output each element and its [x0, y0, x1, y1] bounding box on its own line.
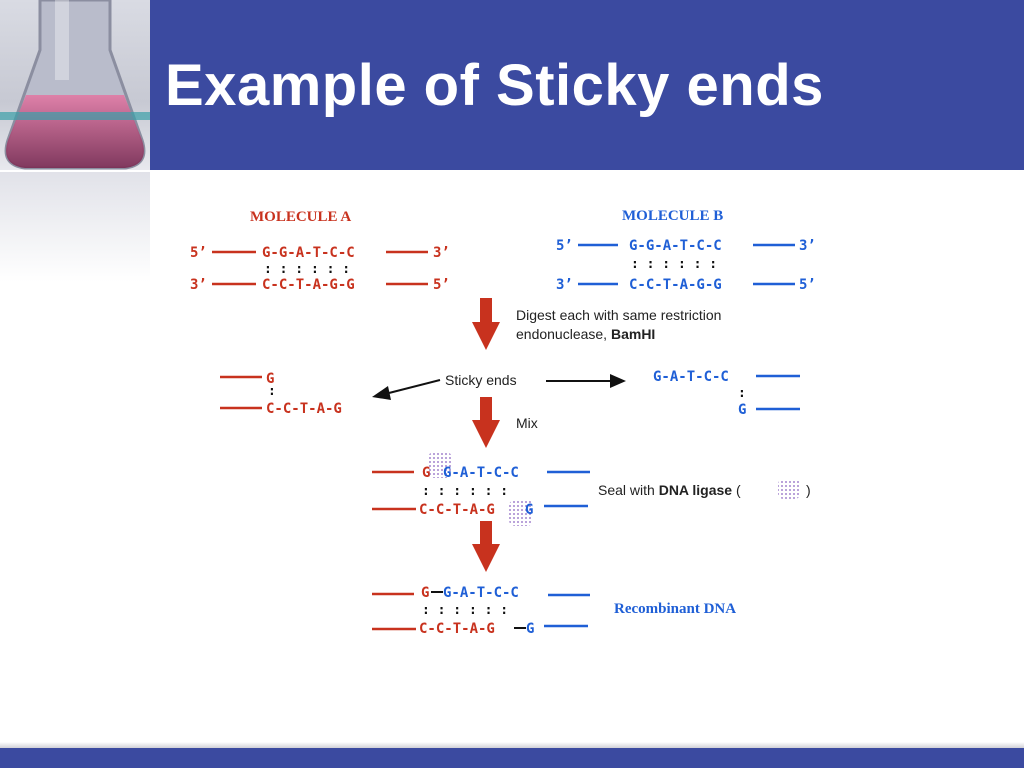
- digest-text-line2: endonuclease, BamHI: [516, 326, 655, 342]
- molecule-b-bottom-5-label: 5’: [799, 277, 816, 293]
- molecule-a-label: MOLECULE A: [250, 209, 351, 225]
- flask-icon: [0, 0, 150, 170]
- sticky-ends-label: Sticky ends: [445, 372, 517, 388]
- molecule-b-label: MOLECULE B: [622, 208, 723, 224]
- sticky-left-bottom-sequence: C-C-T-A-G: [266, 401, 342, 417]
- mix-label: Mix: [516, 415, 538, 431]
- sticky-right-bottom-base: G: [738, 402, 746, 418]
- ligase-blob-top: [428, 452, 452, 478]
- sticky-left-pair: :: [268, 384, 276, 399]
- recombinant-top-left-base: G: [421, 585, 429, 601]
- molecule-a-top-5-label: 5’: [190, 245, 207, 261]
- recombinant-bottom-right-base: G: [526, 621, 534, 637]
- molecule-b-bottom-sequence: C-C-T-A-G-G: [629, 277, 722, 293]
- molecule-b-top-5-label: 5’: [556, 238, 573, 254]
- molecule-a-bottom-sequence: C-C-T-A-G-G: [262, 277, 355, 293]
- molecule-b-top-sequence: G-G-A-T-C-C: [629, 238, 722, 254]
- recombinant-bottom-left-sequence: C-C-T-A-G: [419, 621, 495, 637]
- annealed-bottom-right-base: G: [525, 502, 533, 518]
- flask-image: [0, 0, 150, 170]
- digest-text-line1: Digest each with same restriction: [516, 307, 721, 323]
- sticky-right-arrow: [546, 374, 626, 388]
- slide-title: Example of Sticky ends: [165, 53, 824, 118]
- molecule-a-bottom-5-label: 5’: [433, 277, 450, 293]
- recombinant-base-pairs: : : : : : :: [422, 603, 508, 618]
- mix-arrow: [472, 397, 500, 448]
- footer-bar: [0, 748, 1024, 768]
- sticky-right-pair: :: [738, 386, 746, 401]
- molecule-b-bottom-3-label: 3’: [556, 277, 573, 293]
- seal-text: Seal with DNA ligase (: [598, 482, 741, 498]
- footer-shadow: [0, 742, 1024, 748]
- ligase-legend-blob: [778, 479, 800, 499]
- title-bar: [0, 0, 1024, 170]
- molecule-a-bottom-3-label: 3’: [190, 277, 207, 293]
- sticky-right-top-sequence: G-A-T-C-C: [653, 369, 729, 385]
- recombinant-label: Recombinant DNA: [614, 601, 736, 617]
- molecule-a-top-sequence: G-G-A-T-C-C: [262, 245, 355, 261]
- molecule-a-base-pairs: : : : : : :: [264, 262, 350, 277]
- seal-arrow: [472, 521, 500, 572]
- seal-text-close: ): [806, 482, 811, 498]
- annealed-base-pairs: : : : : : :: [422, 484, 508, 499]
- digest-arrow: [472, 298, 500, 350]
- sticky-left-arrow: [372, 379, 441, 400]
- recombinant-top-right-sequence: G-A-T-C-C: [443, 585, 519, 601]
- annealed-bottom-left-sequence: C-C-T-A-G: [419, 502, 495, 518]
- molecule-b-top-3-label: 3’: [799, 238, 816, 254]
- annealed-top-left-base: G: [422, 465, 430, 481]
- flask-reflection: [0, 172, 150, 282]
- molecule-a-top-3-label: 3’: [433, 245, 450, 261]
- ligase-blob-bottom: [509, 500, 533, 526]
- sticky-left-top-base: G: [266, 371, 274, 387]
- molecule-b-base-pairs: : : : : : :: [631, 257, 717, 272]
- annealed-top-right-sequence: G-A-T-C-C: [443, 465, 519, 481]
